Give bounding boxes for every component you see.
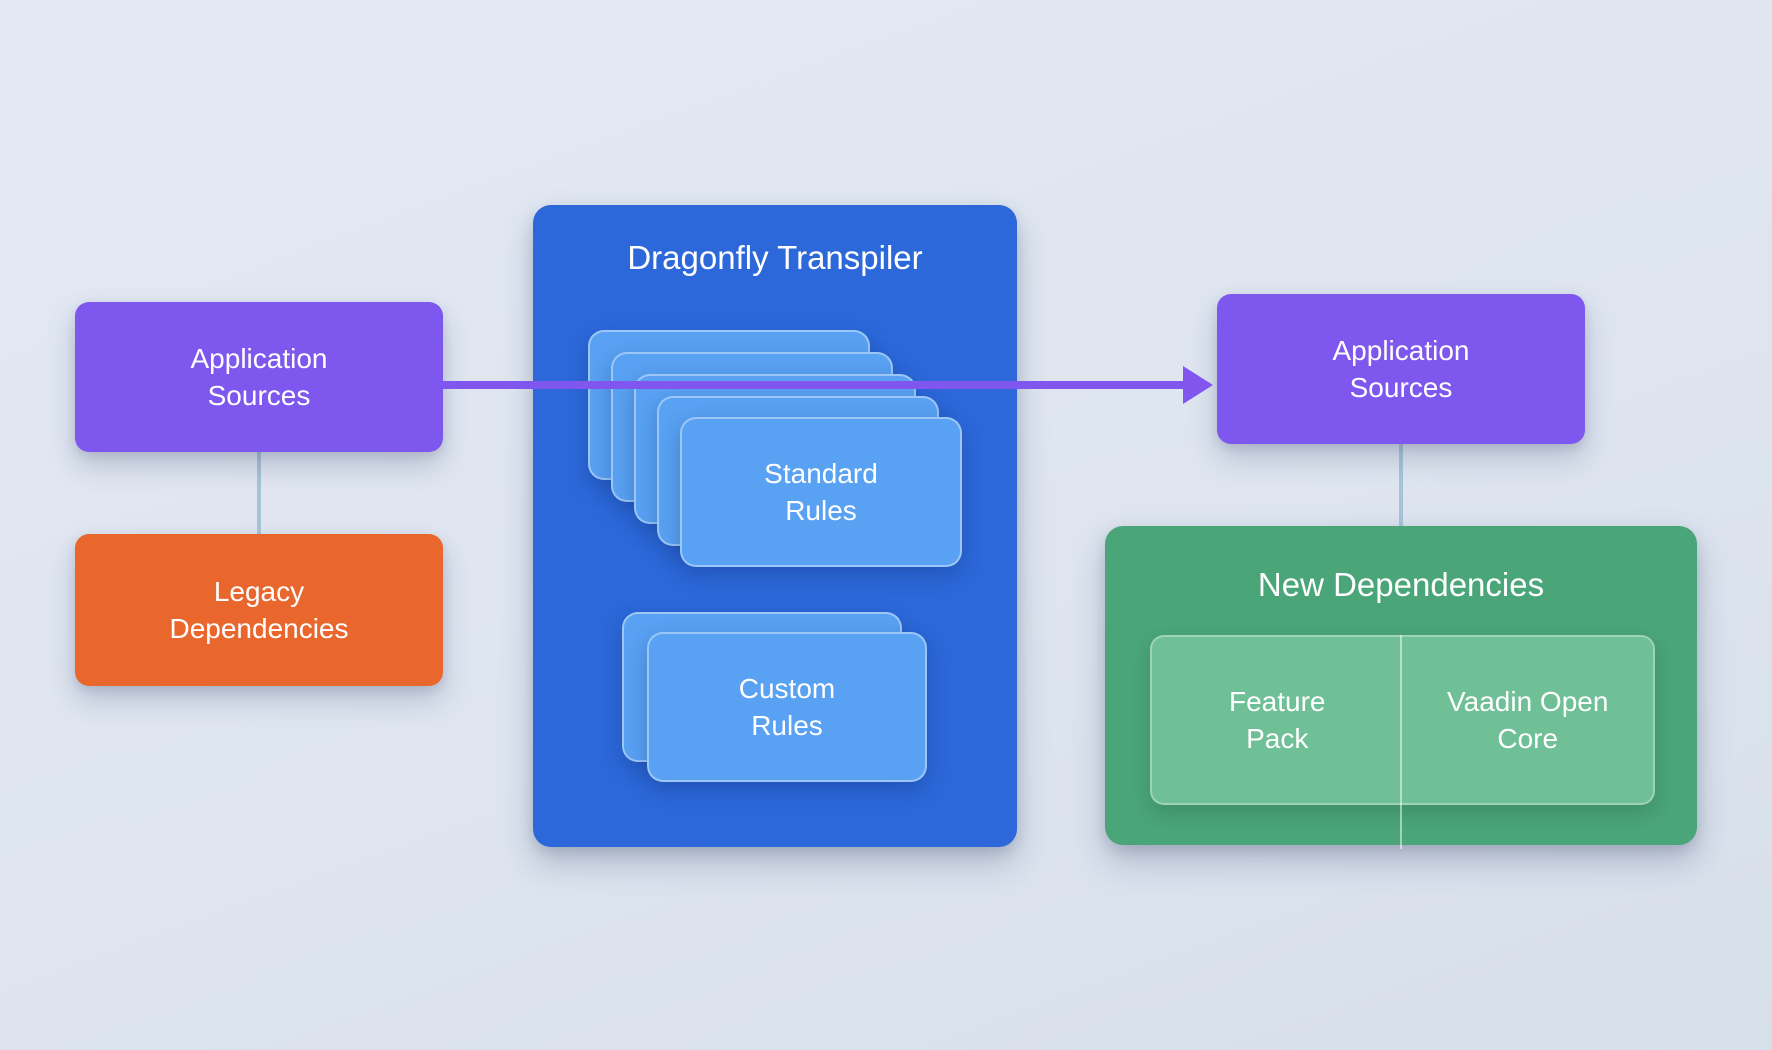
node-vaadin-open-core: Vaadin Open Core [1403,637,1654,803]
flow-arrow-line [443,381,1185,389]
node-legacy-dependencies: Legacy Dependencies [75,534,443,686]
connector-left-app-to-legacy [257,450,261,538]
node-feature-pack-label: Feature Pack [1229,686,1326,754]
card-custom-rules: Custom Rules [647,632,927,782]
panel-new-dependencies: New Dependencies Feature Pack Vaadin Ope… [1105,526,1697,849]
card-standard-rules-label: Standard Rules [764,458,878,526]
panel-dragonfly-transpiler-title: Dragonfly Transpiler [627,239,923,276]
flow-arrow-head [1183,366,1213,404]
node-application-sources-left-label: Application Sources [190,343,328,411]
node-application-sources-left: Application Sources [75,302,443,452]
connector-right-app-to-newdeps [1399,442,1403,530]
new-dependencies-subpanel: Feature Pack Vaadin Open Core [1150,635,1655,805]
subpanel-divider [1400,635,1402,849]
card-custom-rules-label: Custom Rules [738,673,836,741]
panel-dragonfly-transpiler: Dragonfly Transpiler Standard Rules Cust… [533,205,1017,847]
node-vaadin-open-core-label: Vaadin Open Core [1447,686,1609,754]
node-feature-pack: Feature Pack [1152,637,1403,803]
node-application-sources-right: Application Sources [1217,294,1585,444]
node-application-sources-right-label: Application Sources [1332,335,1470,403]
node-legacy-dependencies-label: Legacy Dependencies [169,576,349,644]
panel-new-dependencies-title: New Dependencies [1257,566,1545,603]
card-standard-rules: Standard Rules [680,417,962,567]
